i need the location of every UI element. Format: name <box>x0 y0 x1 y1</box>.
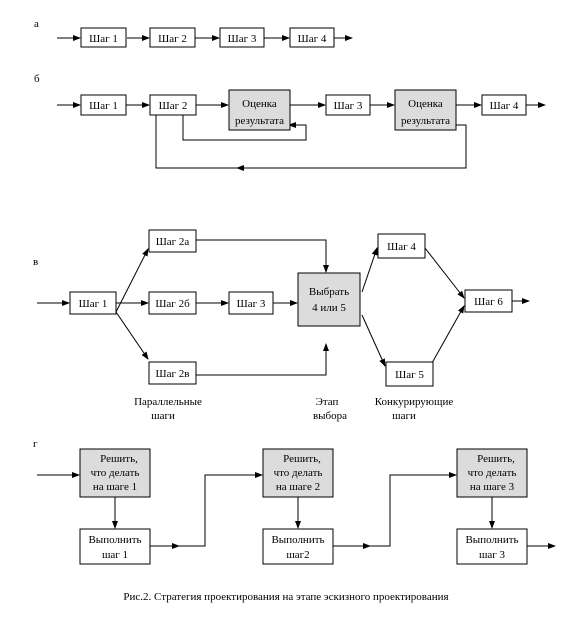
b-evaluate-2-line-2: результата <box>401 115 450 127</box>
v-competing-caption: Конкурирующие шаги <box>375 396 454 422</box>
g-decide-2-line-2: что делать <box>274 467 323 479</box>
v-step-5-label: Шаг 5 <box>395 369 424 381</box>
b-evaluate-1-line-1: Оценка <box>242 98 277 110</box>
v-step-1-box: Шаг 1 <box>69 291 117 315</box>
b-step-4-label: Шаг 4 <box>490 100 519 112</box>
v-parallel-caption-line-1: Параллельные <box>134 396 202 408</box>
v-step-6-box: Шаг 6 <box>464 289 513 313</box>
a-step-4-box: Шаг 4 <box>289 27 335 48</box>
section-v-connectors <box>37 239 530 376</box>
g-decide-1-line-2: что делать <box>91 467 140 479</box>
v-stage-caption: Этап выбора <box>313 396 347 422</box>
v-step-2v-label: Шаг 2в <box>156 368 190 380</box>
section-label-v: в <box>33 256 38 268</box>
g-do-3-line-1: Выполнить <box>465 534 518 546</box>
g-decide-2-line-3: на шаге 2 <box>276 481 320 493</box>
b-evaluate-2-line-1: Оценка <box>408 98 443 110</box>
v-parallel-caption: Параллельные шаги <box>134 396 202 422</box>
v-competing-caption-line-2: шаги <box>392 410 416 422</box>
a-step-1-label: Шаг 1 <box>89 33 118 45</box>
b-step-3-label: Шаг 3 <box>334 100 363 112</box>
b-step-1-box: Шаг 1 <box>80 94 127 116</box>
v-step-2a-box: Шаг 2а <box>148 229 197 253</box>
b-evaluate-1-box: Оценка результата <box>228 89 291 131</box>
v-step-2b-label: Шаг 2б <box>155 298 190 310</box>
g-decide-3-line-1: Решить, <box>477 453 515 465</box>
a-step-4-label: Шаг 4 <box>298 33 327 45</box>
v-choose-box: Выбрать 4 или 5 <box>297 272 361 327</box>
g-do-1-line-1: Выполнить <box>88 534 141 546</box>
g-decide-3-line-2: что делать <box>468 467 517 479</box>
v-step-2a-label: Шаг 2а <box>156 236 190 248</box>
g-decide-1-line-3: на шаге 1 <box>93 481 137 493</box>
g-do-1-line-2: шаг 1 <box>102 549 128 561</box>
v-step-2v-box: Шаг 2в <box>148 361 197 385</box>
section-label-b: б <box>34 73 40 85</box>
v-step-3-label: Шаг 3 <box>237 298 266 310</box>
g-decide-1-box: Решить, что делать на шаге 1 <box>79 448 151 498</box>
v-step-6-label: Шаг 6 <box>474 296 503 308</box>
section-g-connectors <box>37 472 556 549</box>
v-parallel-caption-line-2: шаги <box>151 410 175 422</box>
b-step-1-label: Шаг 1 <box>89 100 118 112</box>
b-step-2-box: Шаг 2 <box>149 94 197 116</box>
g-do-3-box: Выполнить шаг 3 <box>456 528 528 565</box>
g-decide-2-box: Решить, что делать на шаге 2 <box>262 448 334 498</box>
section-label-a: а <box>34 18 39 30</box>
section-label-g: г <box>33 438 38 450</box>
b-step-4-box: Шаг 4 <box>481 94 527 116</box>
v-step-2b-box: Шаг 2б <box>148 291 197 315</box>
v-choose-line-2: 4 или 5 <box>312 302 346 314</box>
g-do-1-box: Выполнить шаг 1 <box>79 528 151 565</box>
g-decide-3-line-3: на шаге 3 <box>470 481 515 493</box>
a-step-1-box: Шаг 1 <box>80 27 127 48</box>
g-decide-1-line-1: Решить, <box>100 453 138 465</box>
g-do-2-line-2: шаг2 <box>286 549 309 561</box>
v-step-3-box: Шаг 3 <box>228 291 274 315</box>
b-step-3-box: Шаг 3 <box>325 94 371 116</box>
g-decide-3-box: Решить, что делать на шаге 3 <box>456 448 528 498</box>
v-competing-caption-line-1: Конкурирующие <box>375 396 454 408</box>
v-stage-caption-line-2: выбора <box>313 410 347 422</box>
g-decide-2-line-1: Решить, <box>283 453 321 465</box>
v-stage-caption-line-1: Этап <box>316 396 339 408</box>
v-choose-line-1: Выбрать <box>309 286 349 298</box>
v-step-4-box: Шаг 4 <box>377 233 426 259</box>
a-step-3-box: Шаг 3 <box>219 27 265 48</box>
a-step-3-label: Шаг 3 <box>228 33 257 45</box>
g-do-2-box: Выполнить шаг2 <box>262 528 334 565</box>
a-step-2-box: Шаг 2 <box>149 27 196 48</box>
b-evaluate-1-line-2: результата <box>235 115 284 127</box>
b-evaluate-2-box: Оценка результата <box>394 89 457 131</box>
g-do-3-line-2: шаг 3 <box>479 549 506 561</box>
b-step-2-label: Шаг 2 <box>159 100 188 112</box>
v-step-4-label: Шаг 4 <box>387 241 416 253</box>
g-do-2-line-1: Выполнить <box>271 534 324 546</box>
v-step-1-label: Шаг 1 <box>79 298 108 310</box>
section-b-connectors <box>57 102 546 171</box>
v-step-5-box: Шаг 5 <box>385 361 434 387</box>
figure-caption: Рис.2. Стратегия проектирования на этапе… <box>123 591 448 603</box>
a-step-2-label: Шаг 2 <box>158 33 187 45</box>
